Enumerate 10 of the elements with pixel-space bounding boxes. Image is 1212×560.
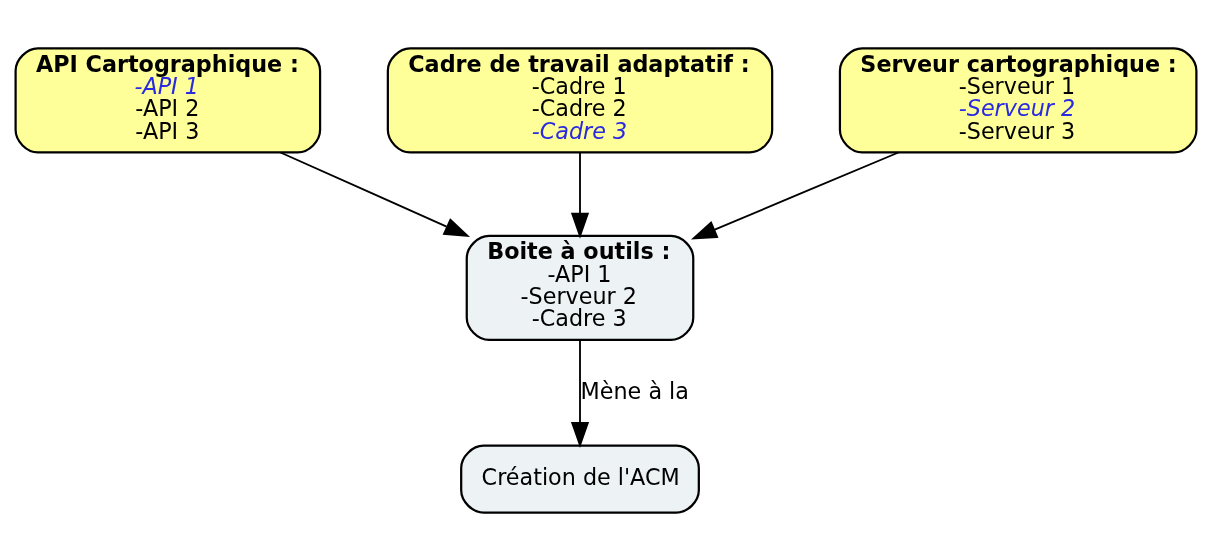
node-box: Création de l'ACM (460, 444, 700, 514)
node-box: Serveur cartographique : -Serveur 1 -Serveur 2 -Serveur 3 (838, 46, 1198, 153)
node-box: Boite à outils : -API 1 -Serveur 2 -Cadre 3 (465, 234, 695, 341)
node-box: Cadre de travail adaptatif : -Cadre 1 -Cadre 2 -Cadre 3 (386, 46, 774, 153)
arrow (570, 338, 590, 448)
arrow (690, 151, 900, 239)
node-box: API Cartographique : -API 1 -API 2 -API 3 (14, 46, 322, 153)
arrow (279, 151, 471, 237)
edge-label: Mène à la (580, 377, 689, 404)
arrow (570, 151, 590, 239)
